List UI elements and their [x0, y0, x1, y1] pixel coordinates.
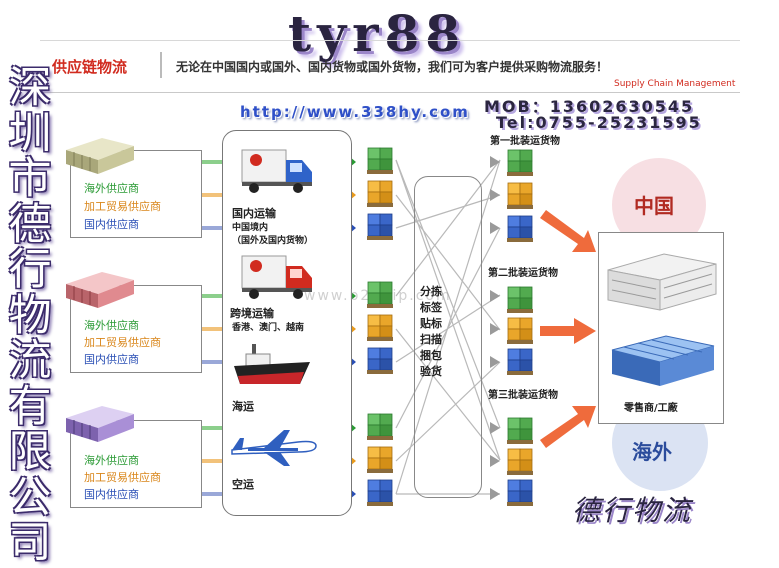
header-slogan: 无论在中国国内或国外、国内货物或国外货物，我们可为客户提供采购物流服务！ — [176, 60, 609, 74]
supplier-3-domestic: 国内供应商 — [84, 488, 139, 501]
warehouse-icon — [66, 272, 134, 308]
process-step: 贴标 — [420, 317, 442, 330]
sea-transport-label: 海运 — [232, 400, 254, 413]
supplier-connectors — [200, 160, 222, 496]
company-char: 深 — [8, 63, 52, 113]
mobile-number: MOB：13602630545 — [484, 97, 695, 116]
china-label: 中国 — [634, 194, 674, 218]
crossborder-transport-label: 跨境运输 — [230, 307, 274, 320]
domestic-transport-sub1: 中国境内 — [232, 223, 269, 233]
crossborder-transport-sub: 香港、澳门、越南 — [232, 323, 305, 333]
supplier-3-overseas: 海外供应商 — [84, 454, 139, 467]
truck-icon — [241, 255, 312, 299]
ship-icon — [234, 344, 310, 384]
header-frame — [40, 40, 740, 93]
supplier-1-overseas: 海外供应商 — [84, 182, 139, 195]
retail-building-icon — [607, 253, 717, 311]
website-url[interactable]: http://www.338hy.com — [240, 103, 470, 121]
big-arrows — [540, 210, 596, 448]
watermark-bottom: 德行物流 — [572, 494, 693, 527]
watermark-top: tyr88 — [288, 4, 467, 63]
overseas-label: 海外 — [632, 440, 672, 464]
company-char: 限 — [8, 427, 52, 477]
batch-3-label: 第三批装运货物 — [488, 390, 558, 401]
batch-in-arrows — [490, 156, 500, 500]
company-char: 行 — [8, 245, 52, 295]
supplier-2-processing: 加工贸易供应商 — [84, 336, 161, 349]
big-arrow-3 — [540, 406, 596, 448]
retail-factory-label: 零售商/工廠 — [624, 403, 678, 414]
company-char: 市 — [8, 154, 52, 204]
process-step: 分拣 — [420, 285, 442, 298]
processing-box — [414, 176, 482, 498]
header-subtitle: Supply Chain Management — [614, 79, 736, 89]
company-char: 德 — [8, 199, 52, 250]
company-char: 圳 — [8, 108, 52, 159]
big-arrow-2 — [540, 318, 596, 344]
truck-icon — [241, 149, 312, 193]
supplier-1-domestic: 国内供应商 — [84, 218, 139, 231]
process-step: 捆包 — [420, 349, 442, 362]
batch-1-label: 第一批装运货物 — [490, 136, 560, 147]
airplane-icon — [231, 430, 317, 466]
process-step: 标签 — [420, 301, 442, 314]
warehouse-icon — [66, 406, 134, 442]
process-step: 验货 — [420, 365, 442, 378]
company-char: 物 — [8, 290, 52, 341]
telephone-number: Tel:0755-25231595 — [496, 113, 702, 132]
factory-icon — [611, 335, 715, 386]
batch-2-label: 第二批装运货物 — [488, 268, 558, 279]
company-char: 有 — [8, 381, 52, 432]
header-divider — [40, 92, 740, 93]
supplier-1-processing: 加工贸易供应商 — [84, 200, 161, 213]
supplier-2-overseas: 海外供应商 — [84, 319, 139, 332]
header-title: 供应链物流 — [52, 58, 128, 76]
domestic-transport-label: 国内运输 — [232, 207, 276, 220]
pallet-column-left — [366, 147, 394, 507]
pallet-column-right — [506, 149, 534, 507]
air-transport-label: 空运 — [232, 478, 254, 491]
supplier-2-domestic: 国内供应商 — [84, 353, 139, 366]
company-char: 公 — [8, 472, 52, 523]
supplier-3-processing: 加工贸易供应商 — [84, 471, 161, 484]
company-char: 流 — [8, 336, 52, 386]
header-separator — [160, 52, 162, 78]
sorting-cross-lines — [395, 159, 501, 495]
domestic-transport-sub2: （国外及国内货物） — [232, 236, 314, 246]
process-step: 扫描 — [420, 333, 442, 346]
warehouse-icon — [66, 138, 134, 174]
big-arrow-1 — [540, 210, 596, 252]
